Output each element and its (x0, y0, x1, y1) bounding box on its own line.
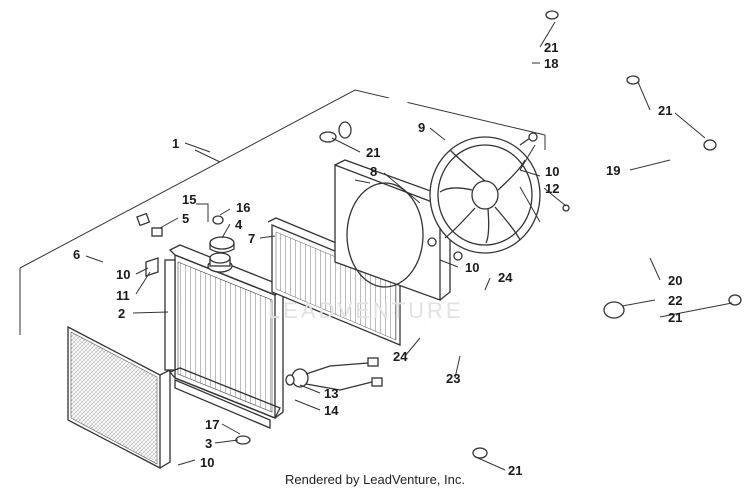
callout-label: 13 (324, 386, 338, 401)
callout-label: 1 (172, 136, 179, 151)
upper-hose (338, 10, 559, 139)
callout-label: 14 (324, 403, 339, 418)
radiator-hose (592, 75, 717, 159)
callout-label: 4 (235, 217, 243, 232)
callout-label: 12 (545, 181, 559, 196)
callout-label: 24 (393, 349, 408, 364)
footer-credit: Rendered by LeadVenture, Inc. (285, 472, 465, 487)
hose-clamp (319, 131, 337, 143)
callout-label: 20 (668, 273, 682, 288)
callout-label: 10 (465, 260, 479, 275)
callout-label: 7 (248, 231, 255, 246)
radiator-cap (209, 215, 235, 254)
cooling-fan (429, 132, 541, 254)
hose-clamp (603, 301, 625, 319)
bolt (562, 204, 570, 212)
callout-label: 22 (668, 293, 682, 308)
callout-label: 23 (446, 371, 460, 386)
callout-label: 15 (182, 192, 196, 207)
small-hose (423, 294, 490, 354)
callout-label: 6 (73, 247, 80, 262)
callout-label: 24 (498, 270, 513, 285)
callout-label: 3 (205, 436, 212, 451)
callout-label: 16 (236, 200, 250, 215)
callout-label: 2 (118, 306, 125, 321)
assembly-outline (19, 89, 546, 335)
overflow-hose (103, 212, 163, 300)
radiator-base (174, 379, 271, 445)
callout-label: 10 (545, 164, 559, 179)
bolt (427, 237, 437, 247)
callout-label: 10 (200, 455, 214, 470)
callout-label: 17 (205, 417, 219, 432)
watermark-text: LEADVENTURE (268, 298, 464, 323)
callout-label: 19 (606, 163, 620, 178)
bolt (453, 251, 463, 261)
callout-label: 21 (508, 463, 522, 478)
lower-hose (472, 255, 742, 459)
callout-label: 21 (658, 103, 672, 118)
mounting-bracket (145, 257, 159, 277)
temperature-switch (285, 357, 383, 391)
leader-lines (85, 21, 733, 471)
radiator-screen (67, 325, 171, 470)
callout-label: 10 (116, 267, 130, 282)
callout-label: 5 (182, 211, 189, 226)
callout-label: 21 (544, 40, 558, 55)
callout-label: 9 (418, 120, 425, 135)
callout-label: 21 (668, 310, 682, 325)
radiator (164, 244, 284, 419)
callout-label: 11 (116, 288, 130, 303)
callout-label: 8 (370, 164, 377, 179)
callout-labels: 1 2 3 4 5 6 7 8 9 10 10 10 10 11 12 13 1… (73, 40, 682, 478)
callout-label: 21 (366, 145, 380, 160)
callout-label: 18 (544, 56, 558, 71)
fan-shroud (334, 159, 452, 301)
